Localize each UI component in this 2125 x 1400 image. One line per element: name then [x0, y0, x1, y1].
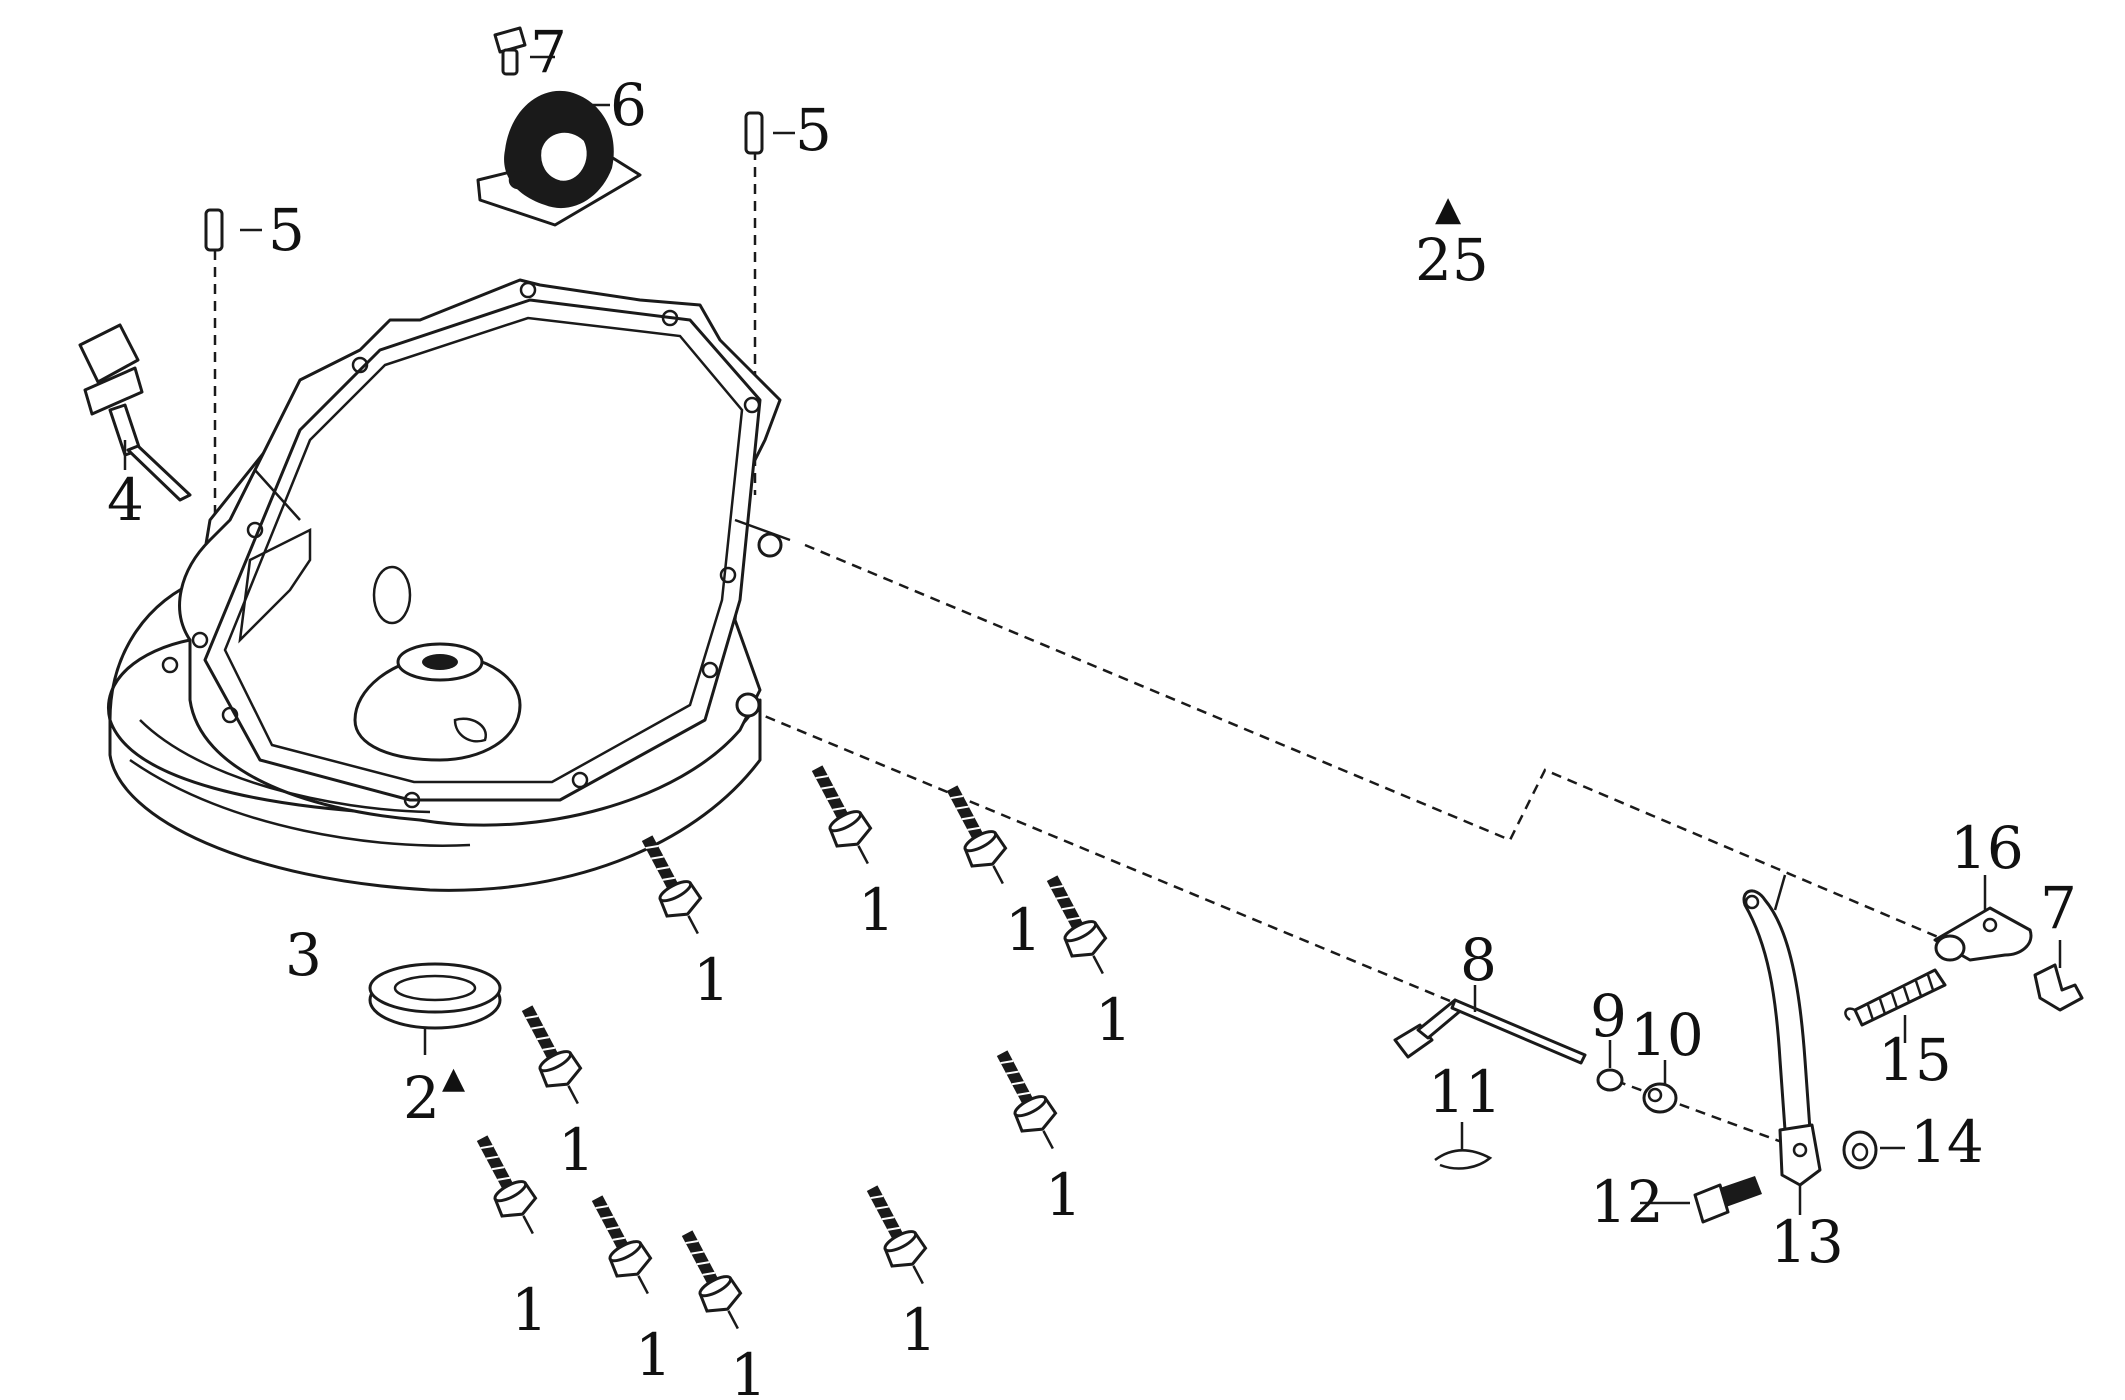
callout-16: 16 — [1950, 814, 2024, 882]
clip-part — [1434, 1122, 1493, 1170]
callout-1: 1 — [1045, 1161, 1082, 1229]
callout-1: 1 — [900, 1296, 937, 1364]
callout-5-left: 5 — [268, 196, 305, 264]
callout-12: 12 — [1590, 1168, 1664, 1236]
callout-4: 4 — [107, 466, 144, 534]
spring-part — [1844, 968, 1947, 1043]
housing-cover-part — [107, 278, 791, 892]
governor-assembly-part — [476, 90, 642, 227]
callout-10: 10 — [1630, 1001, 1704, 1069]
washer-part — [1596, 1040, 1624, 1092]
bolt — [681, 1230, 743, 1330]
assembly-lines — [213, 150, 1946, 1147]
bolt — [641, 835, 703, 935]
oil-seal-part — [368, 962, 502, 1055]
lever-arm-part — [1742, 889, 1822, 1215]
bolt — [591, 1195, 653, 1295]
callout-1: 1 — [693, 946, 730, 1014]
bolt — [866, 1185, 928, 1285]
callout-7-right: 7 — [2040, 874, 2077, 942]
callout-8: 8 — [1460, 926, 1497, 994]
control-rod-part — [1393, 985, 1587, 1065]
callout-1: 1 — [511, 1276, 548, 1344]
callout-1: 1 — [1095, 986, 1132, 1054]
bolt-set — [476, 765, 1108, 1330]
dipstick-part — [78, 323, 192, 502]
callout-1: 1 — [1005, 896, 1042, 964]
callout-25-triangle: ▲ — [1435, 189, 1462, 229]
callout-13: 13 — [1770, 1208, 1844, 1276]
callout-7-top: 7 — [530, 18, 567, 86]
bolt — [521, 1005, 583, 1105]
bolt — [476, 1135, 538, 1235]
screw-part-top — [493, 26, 555, 76]
callout-6: 6 — [610, 71, 647, 139]
nut-part — [1842, 1130, 1905, 1170]
callout-labels: 7 6 5 5 4 3 2 ▲ ▲ 25 16 7 8 9 10 15 11 1… — [107, 18, 2077, 1276]
bracket-part — [1933, 875, 2033, 962]
bolt — [996, 1050, 1058, 1150]
callout-9: 9 — [1590, 982, 1627, 1050]
pivot-pin-part — [1640, 1176, 1762, 1224]
callout-2-triangle: ▲ — [442, 1061, 465, 1096]
callout-15: 15 — [1878, 1026, 1952, 1094]
callout-11: 11 — [1428, 1058, 1502, 1126]
screw-part-right — [2033, 940, 2084, 1012]
callout-1: 1 — [635, 1321, 672, 1389]
dowel-pins — [204, 111, 795, 252]
callout-2: 2 — [403, 1064, 440, 1132]
callout-3: 3 — [285, 921, 322, 989]
collar-part — [1642, 1060, 1678, 1114]
callout-1: 1 — [558, 1116, 595, 1184]
bolt — [811, 765, 873, 865]
callout-1: 1 — [858, 876, 895, 944]
bolt — [946, 785, 1008, 885]
bolt — [1046, 875, 1108, 975]
callout-5-right: 5 — [795, 96, 832, 164]
callout-14: 14 — [1910, 1108, 1984, 1176]
callout-1: 1 — [730, 1341, 767, 1400]
callout-25: 25 — [1415, 226, 1489, 294]
